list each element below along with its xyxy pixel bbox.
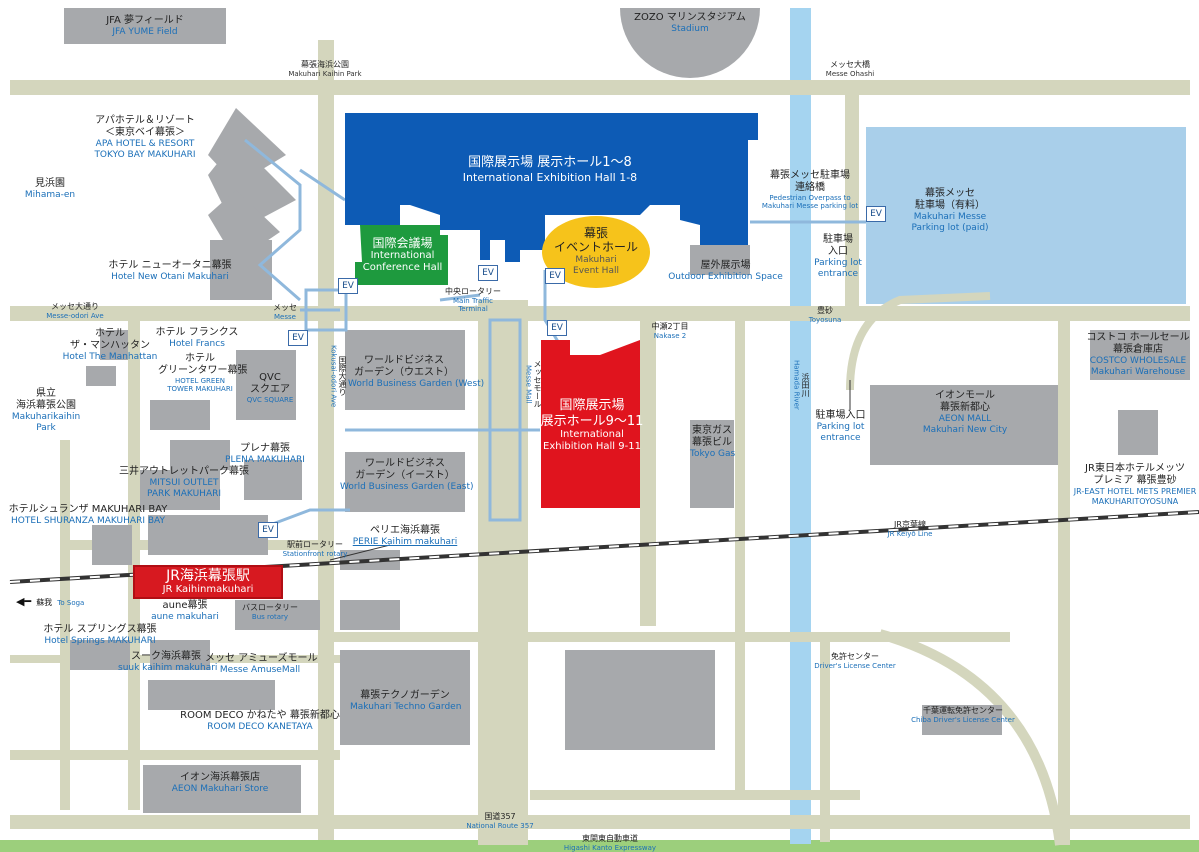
zozo-stadium-shape: [620, 8, 760, 78]
ev-marker: EV: [338, 278, 358, 294]
buildings: [64, 8, 1190, 813]
curved-road: [878, 629, 1065, 846]
jr-kaihinmakuhari-station: JR海浜幕張駅 JR Kaihinmakuhari: [133, 565, 283, 599]
event-hall-label: 幕張 イベントホール Makuhari Event Hall: [553, 226, 638, 276]
ev-marker: EV: [478, 265, 498, 281]
wbg-east-label: ワールドビジネスガーデン（イースト）World Business Garden …: [340, 458, 474, 492]
exhibition-hall-1-8-shape: [345, 113, 758, 262]
parking-lot-area: [866, 127, 1186, 304]
ev-marker: EV: [288, 330, 308, 346]
left-arrow-icon: ◀━: [16, 595, 32, 608]
walkways: [244, 138, 866, 527]
ev-marker: EV: [545, 268, 565, 284]
conference-hall-label: 国際会議場 International Conference Hall: [362, 236, 443, 274]
ev-marker: EV: [258, 522, 278, 538]
wbg-west-label: ワールドビジネスガーデン（ウエスト）World Business Garden …: [348, 355, 485, 389]
jr-east-hotel-label: JR東日本ホテルメッツプレミア 幕張豊砂 JR-EAST HOTEL METS …: [1073, 463, 1197, 506]
ev-marker: EV: [547, 320, 567, 336]
expressway-strip: [0, 840, 1199, 852]
hall-9-11-label: 国際展示場 展示ホール9～11 International Exhibition…: [540, 398, 644, 453]
to-soga-label: ◀━ 蘇我 To Soga: [16, 595, 85, 608]
hall-1-8-label: 国際展示場 展示ホール1～8 International Exhibition …: [462, 155, 638, 184]
perie-leader: [329, 544, 391, 561]
exhibition-hall-9-11-shape: [541, 340, 640, 508]
event-hall-shape: [542, 216, 650, 288]
parking-ramp: [846, 292, 991, 391]
roads: [10, 40, 1190, 845]
conference-hall-shape: [355, 225, 448, 285]
ev-marker: EV: [866, 206, 886, 222]
